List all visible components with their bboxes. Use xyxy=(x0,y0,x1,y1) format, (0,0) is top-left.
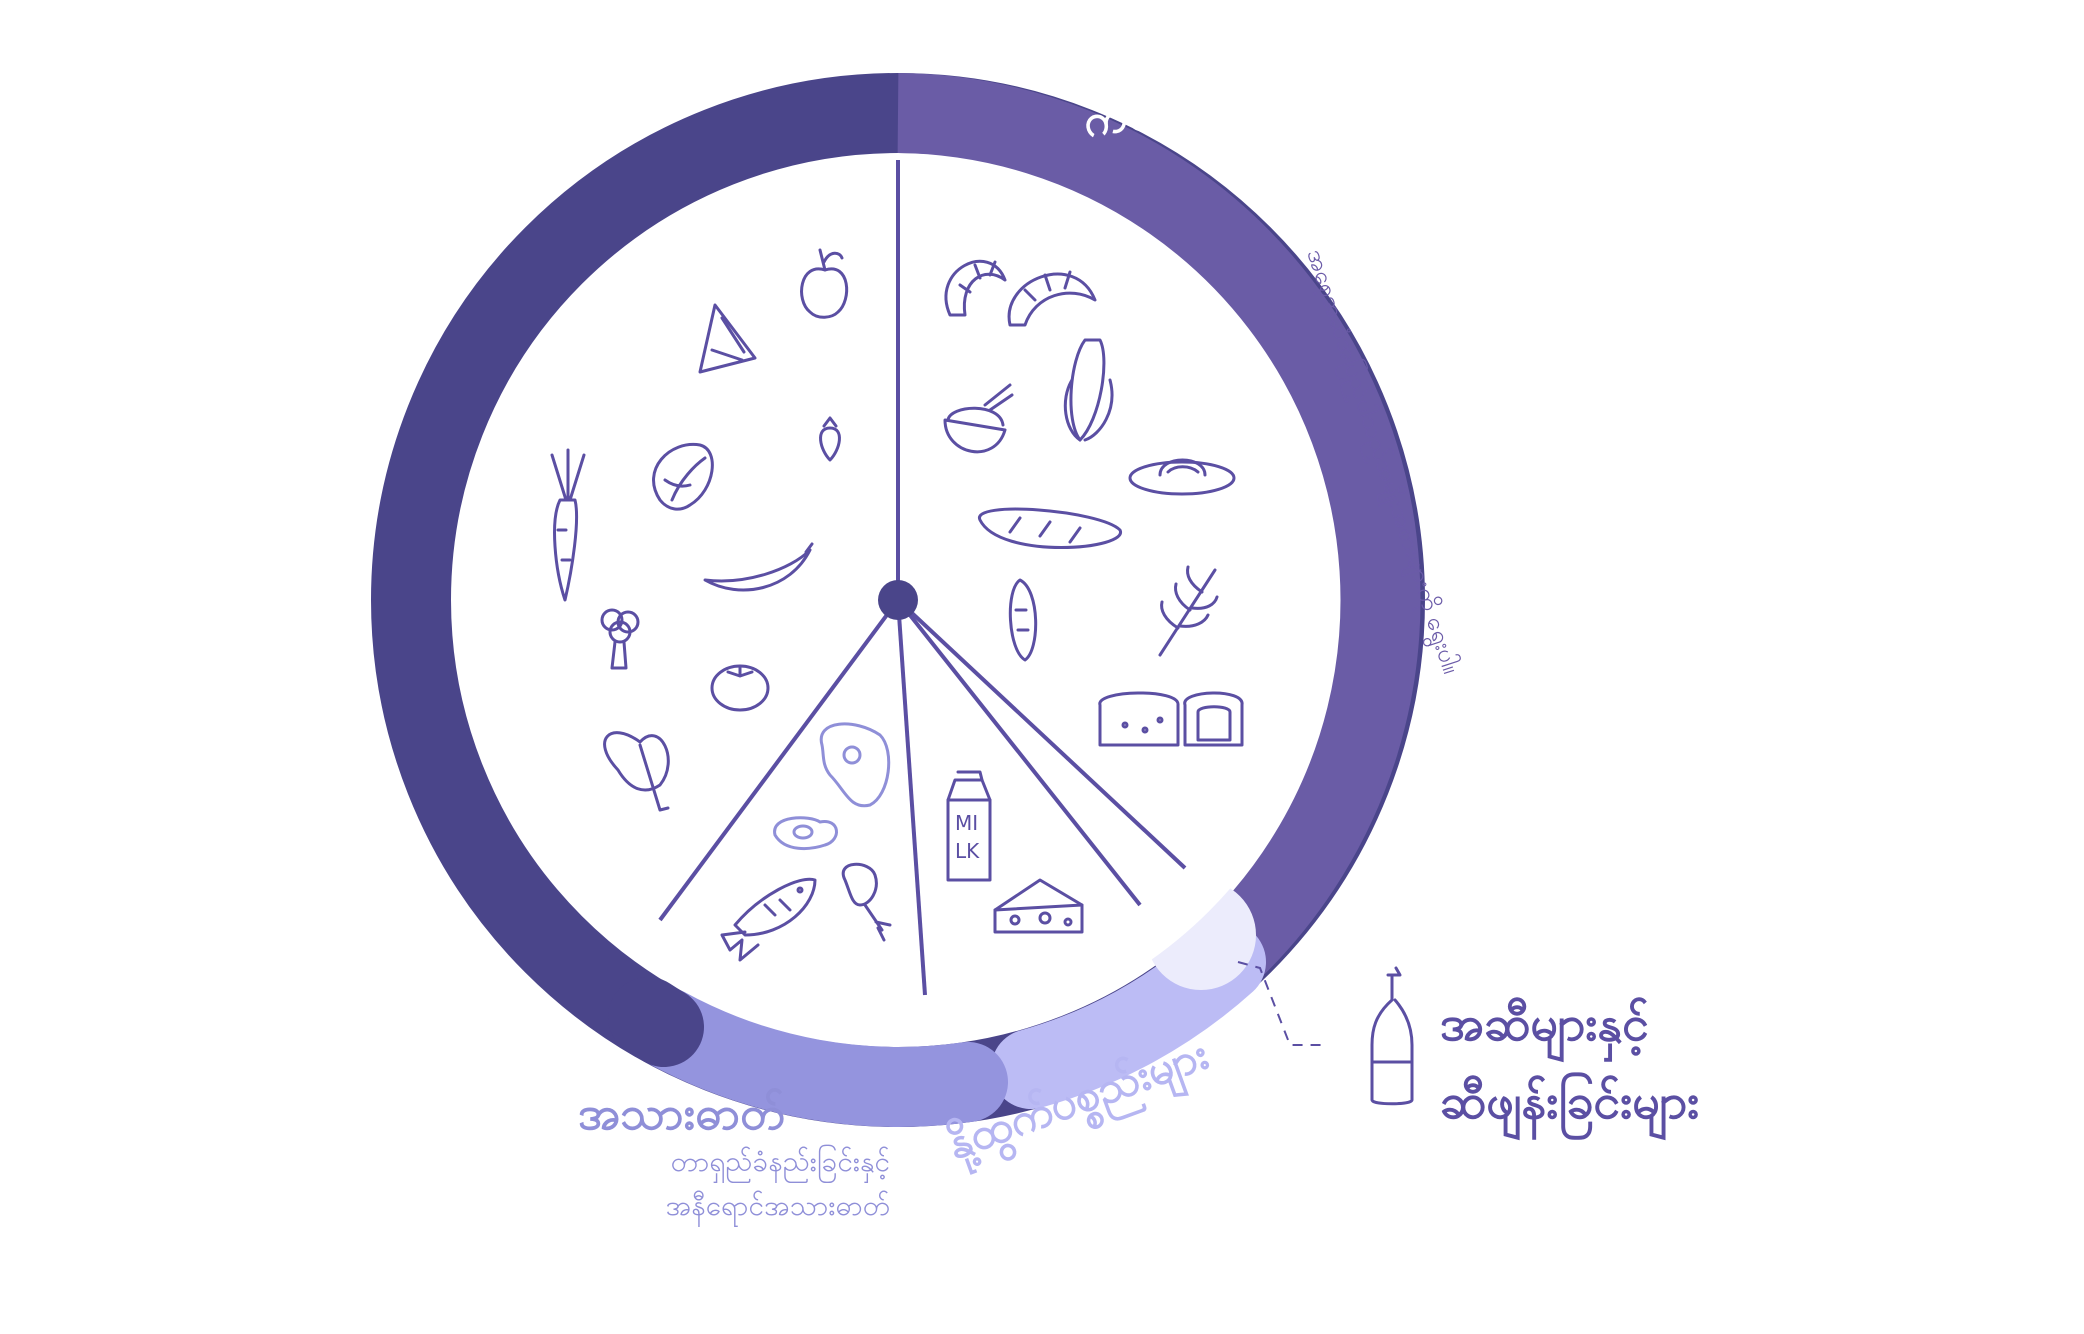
oils-label-line1: အဆီများနှင့် xyxy=(1440,996,1649,1052)
lettuce-icon xyxy=(652,442,714,511)
carrot-icon xyxy=(550,448,586,602)
dairy-icons: MI LK xyxy=(946,770,1084,934)
steak-icon xyxy=(819,722,891,808)
spinach-icon xyxy=(603,731,670,812)
milk-text-line1: MI xyxy=(955,811,978,835)
banana-icon xyxy=(703,542,814,592)
croissant-icon xyxy=(1007,270,1097,327)
protein-note-line1: တာရှည်ခံနည်းခြင်းနှင့် xyxy=(670,1145,890,1178)
divider-oil-carb xyxy=(896,598,1187,870)
strawberry-icon xyxy=(819,416,841,462)
fried-egg-icon xyxy=(773,816,838,851)
ring-veg-cap xyxy=(608,977,704,1067)
baguette-icon xyxy=(978,507,1122,549)
watermelon-icon xyxy=(698,303,757,374)
protein-icons xyxy=(773,722,891,851)
vegetables-fruit-icons xyxy=(550,248,849,812)
protein-note-line2: အနီရောင်အသားဓာတ် xyxy=(665,1189,890,1222)
ring-carbohydrates xyxy=(897,73,1421,994)
wheat-icon xyxy=(1158,565,1219,657)
bread-roll-icon xyxy=(1008,578,1038,662)
divider-protein-left xyxy=(658,598,900,922)
fish-icon xyxy=(720,877,817,962)
chicken-leg-icon xyxy=(841,862,892,942)
cheese-icon xyxy=(993,878,1084,934)
protein-note: တာရှည်ခံနည်းခြင်းနှင့် အနီရောင်အသားဓာတ် xyxy=(560,1140,890,1228)
ring-protein xyxy=(625,987,1008,1127)
corn-icon xyxy=(1063,338,1114,442)
protein-label: အသားဓာတ် xyxy=(578,1086,785,1140)
bread-loaf-icon xyxy=(1098,691,1244,747)
oils-callout xyxy=(1237,961,1414,1106)
oil-bottle-icon xyxy=(1370,966,1414,1106)
divider-dairy-oil xyxy=(896,598,1142,907)
croissant-icon xyxy=(944,259,1007,317)
pasta-plate-icon xyxy=(1128,458,1236,496)
plate-dividers xyxy=(658,160,1187,996)
divider-protein-dairy xyxy=(896,599,927,996)
plate-ring xyxy=(371,73,1425,1127)
oils-label-line2: ဆီဖျန်းခြင်းများ xyxy=(1440,1074,1700,1130)
milk-carton-icon: MI LK xyxy=(946,770,992,882)
tomato-icon xyxy=(710,664,770,712)
milk-text-line2: LK xyxy=(955,839,980,863)
protein-icons-dark xyxy=(720,862,892,962)
plate-center-dot xyxy=(878,580,918,620)
apple-icon xyxy=(800,248,849,319)
oils-label: အဆီများနှင့် ဆီဖျန်းခြင်းများ xyxy=(1440,985,1699,1141)
carbohydrate-icons xyxy=(943,259,1244,747)
rice-bowl-icon xyxy=(943,383,1014,454)
broccoli-icon xyxy=(600,608,640,670)
